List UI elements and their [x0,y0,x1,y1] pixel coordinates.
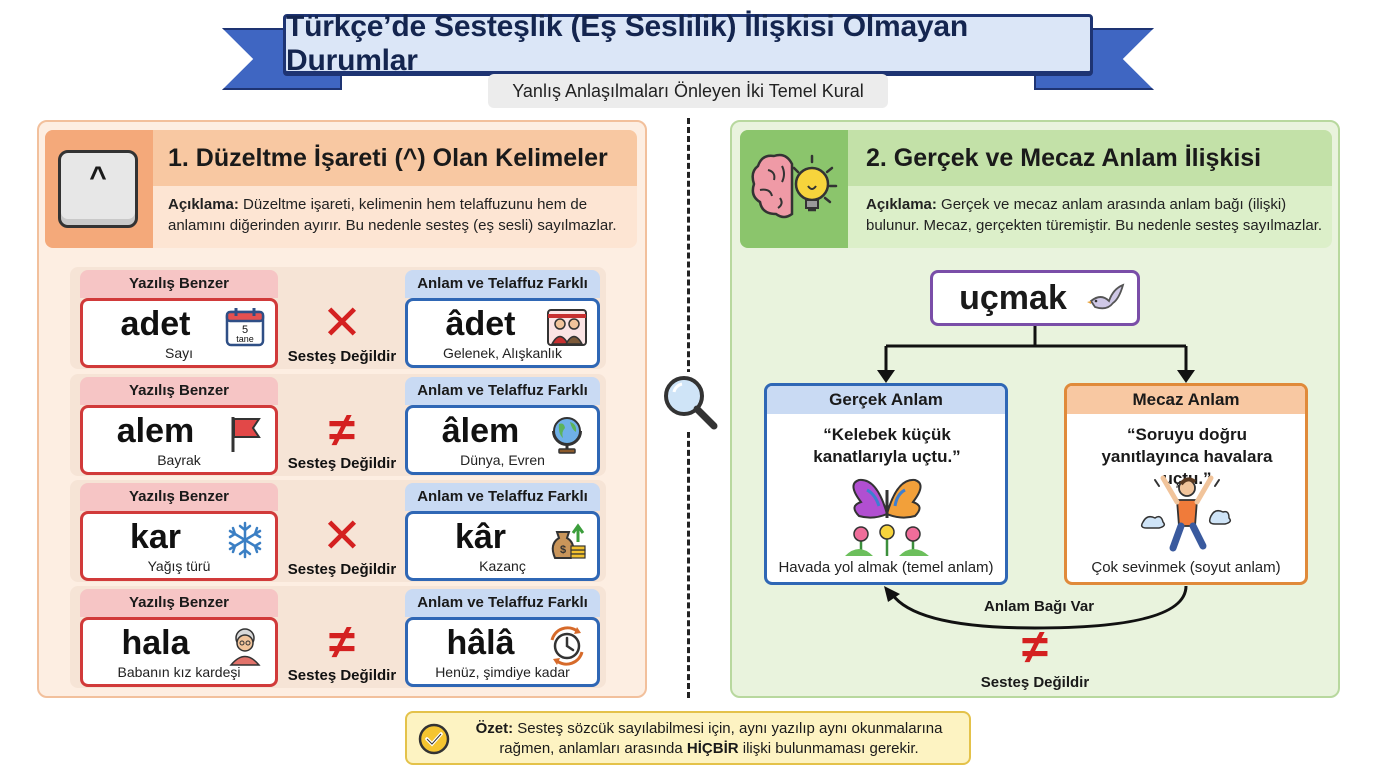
plain-word-card: adet Sayı 5 tane [80,298,278,368]
summary-text-part-a: Sesteş sözcük sayılabilmesi için, aynı y… [499,720,943,757]
caret-key-icon: ^ [58,150,138,228]
circumflex-word-card: âdet Gelenek, Alışkanlık [405,298,600,368]
root-word: uçmak [959,279,1067,317]
left-desc-text: Düzeltme işareti, kelimenin hem telaffuz… [168,196,617,234]
plain-word-meaning: Babanın kız kardeşi [117,664,241,680]
clock-icon [550,626,584,666]
magnifier-icon [660,372,720,432]
not-equal-cross-symbol: ✕ [321,297,363,350]
grandmother-icon [229,628,261,666]
circumflex-word-meaning: Dünya, Evren [460,452,545,468]
plain-word-card: kar Yağış türü [80,511,278,581]
not-homonym-label: Sesteş Değildir [287,667,397,684]
similar-spelling-header: Yazılış Benzer [80,270,278,298]
globe-icon [552,417,582,454]
similar-spelling-header: Yazılış Benzer [80,377,278,405]
different-meaning-header: Anlam ve Telaffuz Farklı [405,270,600,298]
semantic-link-label: Anlam Bağı Var [984,598,1095,615]
jumping-person-icon [1140,475,1232,552]
summary-label: Özet: [475,720,514,737]
similar-spelling-header: Yazılış Benzer [80,483,278,511]
summary-emphasis: HİÇBİR [686,740,739,757]
snowflake-icon [228,521,262,559]
summary-box: Özet: Sesteş sözcük sayılabilmesi için, … [405,711,971,765]
circumflex-word-card: hâlâ Henüz, şimdiye kadar [405,617,600,687]
circumflex-word: âlem [441,412,520,450]
root-word-box: uçmak [930,270,1140,326]
bird-icon [1087,283,1125,310]
left-description: Açıklama: Düzeltme işareti, kelimenin he… [168,194,628,236]
brain-bulb-icon [751,153,838,219]
left-desc-label: Açıklama: [168,196,239,213]
left-section-title: 1. Düzeltme İşareti (^) Olan Kelimeler [168,144,608,172]
circumflex-word: âdet [445,305,516,343]
circumflex-word-card: âlem Dünya, Evren [405,405,600,475]
check-circle-icon [418,723,450,755]
not-homonym-label: Sesteş Değildir [980,674,1090,691]
plain-word: adet [120,305,191,343]
plain-word: alem [116,412,195,450]
literal-meaning-header: Gerçek Anlam [767,386,1005,414]
figurative-meaning-card: Mecaz Anlam “Soruyu doğru yanıtlayınca h… [1064,383,1308,585]
plain-word-meaning: Sayı [164,345,193,361]
summary-text: Özet: Sesteş sözcük sayılabilmesi için, … [459,719,959,759]
circumflex-word-meaning: Kazanç [479,558,526,574]
not-equal-symbol: ≠ [328,616,356,669]
circumflex-word-meaning: Gelenek, Alışkanlık [442,345,563,361]
not-equal-symbol: ≠ [328,404,356,457]
plain-word-card: alem Bayrak [80,405,278,475]
page-subtitle: Yanlış Anlaşılmaları Önleyen İki Temel K… [488,74,888,108]
money-bag-icon: $ [551,523,586,559]
not-equal-cross-symbol: ✕ [321,510,363,563]
plain-word-meaning: Yağış türü [147,558,211,574]
plain-word-card: hala Babanın kız kardeşi [80,617,278,687]
flag-icon [231,417,261,452]
not-homonym-label: Sesteş Değildir [287,455,397,472]
different-meaning-header: Anlam ve Telaffuz Farklı [405,589,600,617]
plain-word: kar [129,518,182,556]
not-equal-symbol: ≠ [1021,621,1049,674]
similar-spelling-header: Yazılış Benzer [80,589,278,617]
calendar-number: 5 [242,324,248,336]
page-title: Türkçe’de Sesteşlik (Eş Seslilik) İlişki… [286,10,969,77]
right-desc-text: Gerçek ve mecaz anlam arasında anlam bağ… [866,196,1323,234]
plain-word: hala [121,624,190,662]
calendar-unit: tane [236,334,254,344]
summary-text-part-b: ilişki bulunmaması gerekir. [738,740,919,757]
right-header-box [740,130,1332,248]
butterfly-icon [845,478,929,556]
right-section-title: 2. Gerçek ve Mecaz Anlam İlişkisi [866,144,1262,172]
right-description: Açıklama: Gerçek ve mecaz anlam arasında… [866,194,1332,236]
not-homonym-label: Sesteş Değildir [287,348,397,365]
calendar-icon: 5 tane [225,308,265,347]
svg-text:$: $ [560,544,566,556]
different-meaning-header: Anlam ve Telaffuz Farklı [405,483,600,511]
plain-word-meaning: Bayrak [157,452,201,468]
literal-meaning-definition: Havada yol almak (temel anlam) [778,559,994,576]
figurative-meaning-header: Mecaz Anlam [1067,386,1305,414]
circumflex-word: kâr [454,518,507,556]
different-meaning-header: Anlam ve Telaffuz Farklı [405,377,600,405]
circumflex-word-card: kâr Kazanç $ [405,511,600,581]
literal-example-sentence: “Kelebek küçük kanatlarıyla uçtu.” [813,425,961,466]
caret-key-glyph: ^ [89,161,107,194]
people-icon [547,309,587,346]
right-desc-label: Açıklama: [866,196,937,213]
title-banner: Türkçe’de Sesteşlik (Eş Seslilik) İlişki… [283,10,1093,77]
literal-meaning-card: Gerçek Anlam “Kelebek küçük kanatlarıyla… [764,383,1008,585]
circumflex-word: hâlâ [446,624,515,662]
circumflex-word-meaning: Henüz, şimdiye kadar [435,664,570,680]
not-homonym-label: Sesteş Değildir [287,561,397,578]
figurative-meaning-definition: Çok sevinmek (soyut anlam) [1091,559,1281,576]
